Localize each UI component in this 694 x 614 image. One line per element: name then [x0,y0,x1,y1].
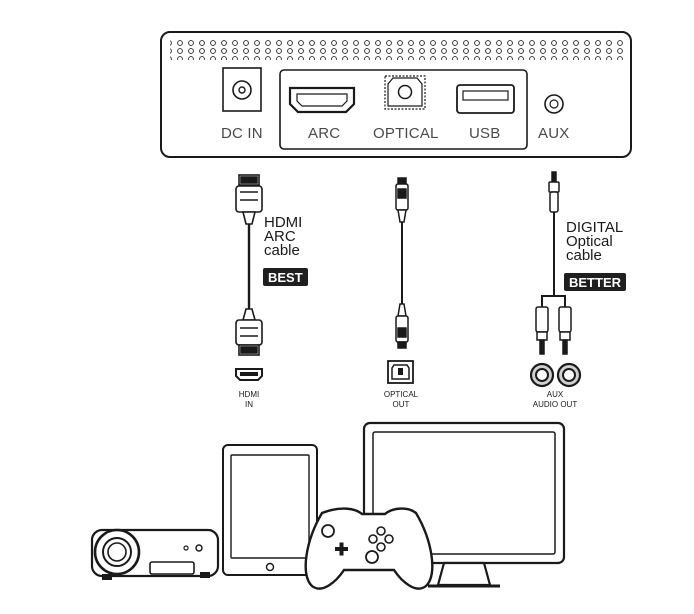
optical-port[interactable] [384,75,426,110]
optical-cable [395,177,409,349]
hdmi-cable [235,174,263,356]
hdmi-cable-label-2: ARC [264,228,296,245]
arc-hdmi-port[interactable] [288,86,356,114]
hdmi-cable-label-3: cable [264,242,300,259]
tablet-icon [222,444,318,576]
aux-label: AUX [538,125,570,142]
better-badge: BETTER [564,273,626,291]
usb-port[interactable] [456,84,515,114]
aux-out-label: AUX AUDIO OUT [520,390,590,410]
aux-out-label-2: AUDIO OUT [532,400,578,409]
projector-icon [90,528,220,580]
optical-cable-label-1: DIGITAL [566,219,624,236]
hdmi-in-label: HDMI IN [224,390,274,410]
arc-label: ARC [308,125,341,142]
optical-cable-label-3: cable [566,247,602,264]
dc-in-port[interactable] [222,67,262,112]
hdmi-in-label-2: IN [245,400,253,409]
optical-out-label-1: OPTICAL [383,390,419,399]
hdmi-cable-label-1: HDMI [264,214,303,231]
aux-cable [535,171,572,355]
dc-in-label: DC IN [221,125,263,142]
optical-out-label: OPTICAL OUT [375,390,427,410]
optical-out-icon [387,360,414,384]
aux-out-icon [529,362,582,388]
usb-label: USB [469,125,501,142]
optical-label: OPTICAL [373,125,439,142]
best-badge: BEST [263,268,308,286]
aux-out-label-1: AUX [546,390,564,399]
aux-port[interactable] [544,94,564,114]
speaker-grille [170,38,624,60]
optical-out-label-2: OUT [392,400,410,409]
hdmi-in-icon [235,368,263,381]
optical-cable-label-2: Optical [566,233,613,250]
game-controller-icon [304,507,434,590]
hdmi-in-label-1: HDMI [238,390,260,399]
hdmi-group-frame [279,69,528,150]
